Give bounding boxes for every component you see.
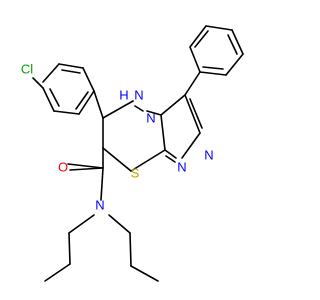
propyl-chains: [44, 214, 159, 282]
atom-o: O: [58, 160, 68, 175]
amide-group: [67, 147, 104, 201]
atom-n-triazole-top: N: [204, 148, 213, 163]
thiadiazine-ring: [102, 100, 166, 172]
bond-cl: [32, 77, 44, 89]
atom-n-bridge: N: [146, 111, 155, 126]
atom-n-nh: N: [134, 88, 143, 103]
molecule-svg: Cl H N N N N S O N: [21, 25, 244, 282]
atom-h: H: [119, 88, 128, 103]
atom-s: S: [131, 166, 140, 181]
chlorophenyl-ring: [42, 63, 95, 115]
molecule-structure: Cl H N N N N S O N: [21, 25, 244, 282]
atom-n-amide: N: [95, 198, 104, 213]
atom-cl: Cl: [21, 62, 33, 77]
phenyl-ring: [184, 25, 244, 96]
triazole-ring: [160, 94, 203, 163]
atom-labels: Cl H N N N N S O N: [21, 62, 214, 213]
bond-aryl-ch: [93, 90, 104, 119]
atom-n-triazole-bottom: N: [177, 160, 186, 175]
